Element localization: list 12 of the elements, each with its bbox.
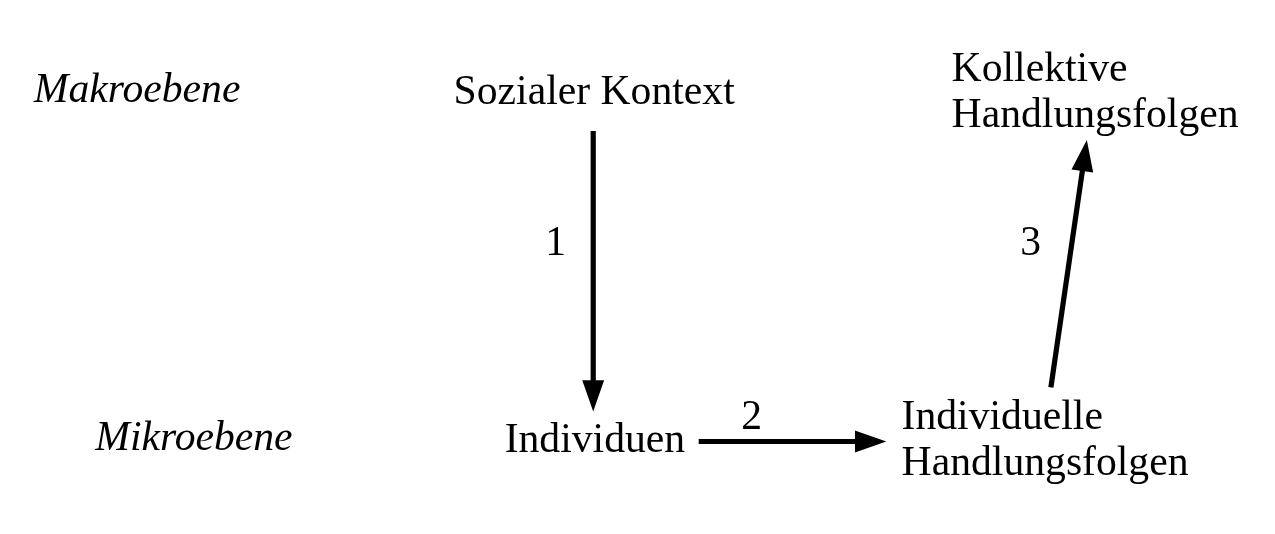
label: Makroebene	[33, 64, 241, 111]
edge-label: 1	[545, 217, 567, 264]
arrow	[1048, 139, 1094, 388]
node-text: Kollektive Handlungsfolgen	[951, 43, 1239, 136]
arrow	[582, 130, 605, 411]
node-text: Individuen	[504, 414, 686, 461]
arrow	[698, 430, 887, 452]
node-text: Individuelle Handlungsfolgen	[901, 391, 1189, 484]
label: Mikroebene	[95, 412, 293, 459]
edge-label: 2	[741, 391, 763, 438]
node-text: Sozialer Kontext	[453, 66, 735, 113]
edge-label: 3	[1020, 217, 1042, 264]
